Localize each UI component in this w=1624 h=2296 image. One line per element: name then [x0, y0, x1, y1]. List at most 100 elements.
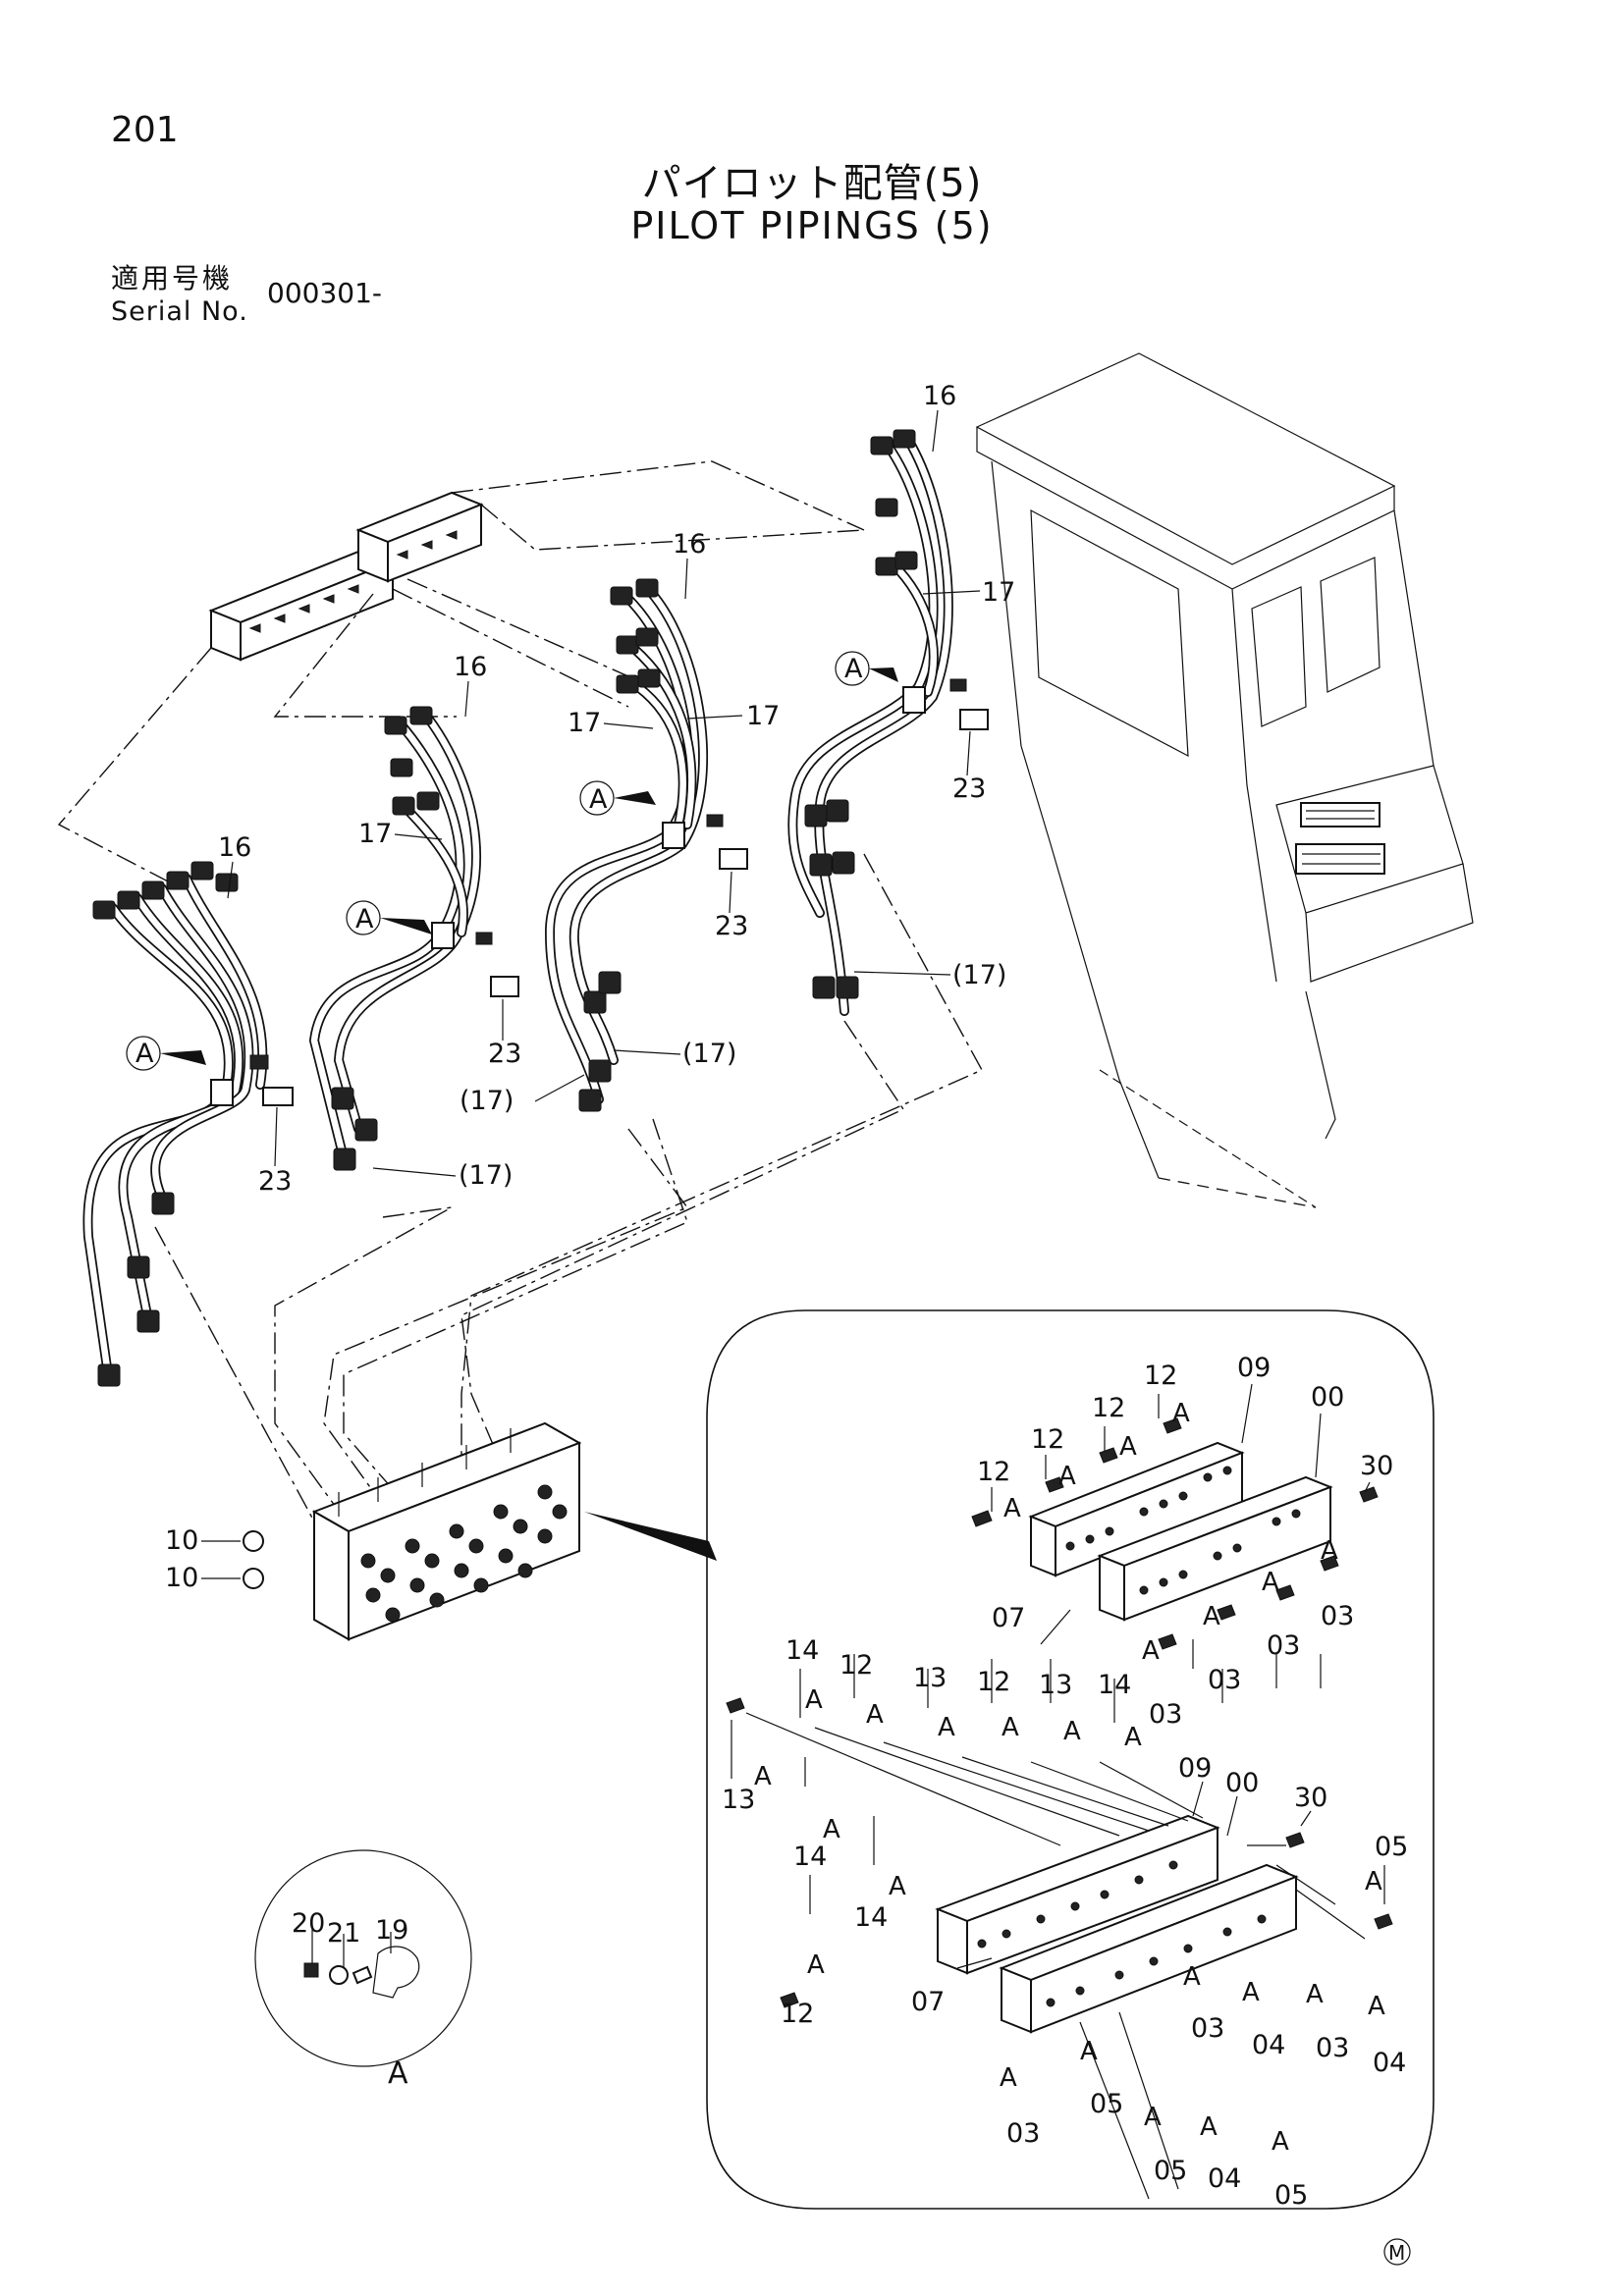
svg-text:A: A	[1200, 2112, 1218, 2142]
svg-text:A: A	[866, 1700, 884, 1730]
page-title-english: PILOT PIPINGS (5)	[630, 204, 994, 247]
svg-text:A: A	[1063, 1717, 1081, 1746]
svg-text:A: A	[1242, 1978, 1260, 2007]
callout-19: 19	[375, 1915, 408, 1946]
callout-view-a: A	[355, 904, 374, 934]
callout-view-a: A	[135, 1039, 154, 1069]
callout-17: 17	[982, 577, 1015, 608]
callout-03: 03	[1267, 1630, 1300, 1661]
callout-13: 13	[913, 1663, 947, 1693]
callout-07: 07	[992, 1603, 1025, 1633]
callout-23: 23	[258, 1166, 292, 1197]
valve-bank-upper	[208, 491, 484, 662]
svg-text:A: A	[1365, 1867, 1382, 1896]
callout-13: 13	[722, 1785, 755, 1815]
callout-17: 17	[568, 708, 601, 738]
svg-text:A: A	[1306, 1980, 1324, 2009]
svg-text:A: A	[805, 1685, 823, 1715]
callout-20: 20	[292, 1908, 325, 1939]
callout-05: 05	[1154, 2156, 1187, 2186]
callout-12: 12	[781, 1999, 814, 2029]
callout-00: 00	[1225, 1768, 1259, 1798]
detail-view-a: A	[254, 1849, 472, 2091]
hose-assembly-4	[787, 429, 989, 1016]
hose-assembly-3	[544, 578, 748, 1112]
cab-connector-block	[1295, 802, 1385, 875]
callout-00: 00	[1311, 1382, 1344, 1413]
svg-text:A: A	[1144, 2103, 1162, 2132]
callout-04: 04	[1252, 2030, 1285, 2060]
callout-23: 23	[952, 774, 986, 804]
callout-03: 03	[1316, 2033, 1349, 2063]
callout-21: 21	[327, 1918, 360, 1949]
callout-23: 23	[488, 1039, 521, 1069]
callout-16: 16	[454, 652, 487, 682]
manifold-block	[311, 1421, 582, 1641]
serial-number-range: 000301-	[267, 277, 382, 309]
dash-dot-leaders	[57, 460, 983, 1532]
callout-05: 05	[1274, 2180, 1308, 2211]
svg-text:A: A	[1003, 1494, 1021, 1523]
svg-text:A: A	[1272, 2127, 1289, 2157]
svg-text:A: A	[1321, 1536, 1338, 1566]
callout-17-ref: (17)	[459, 1160, 513, 1191]
svg-text:A: A	[889, 1872, 906, 1901]
callout-04: 04	[1373, 2048, 1406, 2078]
detail-view-label: A	[388, 2056, 408, 2091]
enlarged-manifold-view	[706, 1309, 1435, 2210]
callout-12: 12	[839, 1650, 873, 1681]
callout-view-a: A	[589, 784, 608, 815]
svg-text:A: A	[1080, 2037, 1098, 2066]
circled-m-mark: M	[1383, 2238, 1411, 2266]
callout-12: 12	[977, 1667, 1010, 1697]
callout-16: 16	[218, 832, 251, 863]
callout-16: 16	[673, 529, 706, 560]
svg-text:A: A	[754, 1762, 772, 1791]
detail-pointer	[584, 1512, 717, 1561]
callout-23: 23	[715, 911, 748, 941]
svg-text:A: A	[1058, 1462, 1076, 1491]
callout-03: 03	[1006, 2118, 1040, 2149]
callout-03: 03	[1208, 1665, 1241, 1695]
svg-text:A: A	[1183, 1962, 1201, 1992]
callout-labels: 16 16 16 16 17 17 17 17 (17) (17) (17) (…	[126, 381, 1015, 1949]
svg-text:A: A	[1001, 1713, 1019, 1742]
svg-text:A: A	[1262, 1568, 1279, 1597]
enlarged-callout-labels: 12 12 12 12 09 00 30 07 03 03 03 03 13 1…	[722, 1353, 1408, 2211]
callout-16: 16	[923, 381, 956, 411]
svg-text:A: A	[938, 1713, 955, 1742]
hose-assembly-1	[82, 861, 294, 1387]
callout-05: 05	[1090, 2089, 1123, 2119]
page-number: 201	[111, 110, 179, 150]
callout-17-ref: (17)	[682, 1039, 736, 1069]
callout-view-a: A	[844, 654, 863, 684]
callout-03: 03	[1149, 1699, 1182, 1730]
callout-12: 12	[977, 1457, 1010, 1487]
serial-label-japanese: 適用号機	[111, 262, 234, 294]
callout-05: 05	[1375, 1832, 1408, 1862]
callout-14: 14	[1098, 1670, 1131, 1700]
svg-text:A: A	[1124, 1723, 1142, 1752]
svg-text:A: A	[807, 1950, 825, 1980]
callout-12: 12	[1031, 1424, 1064, 1455]
callout-03: 03	[1321, 1601, 1354, 1631]
svg-text:A: A	[1172, 1399, 1190, 1428]
callout-17: 17	[358, 819, 392, 849]
callout-17-ref: (17)	[952, 960, 1006, 990]
callout-30: 30	[1294, 1783, 1327, 1813]
callout-03: 03	[1191, 2013, 1224, 2044]
svg-text:A: A	[1142, 1636, 1160, 1666]
callout-30: 30	[1360, 1451, 1393, 1481]
svg-text:A: A	[1000, 2063, 1017, 2093]
callout-14: 14	[785, 1635, 819, 1666]
callout-10: 10	[165, 1525, 198, 1556]
callout-10: 10	[165, 1563, 198, 1593]
svg-text:A: A	[1203, 1602, 1220, 1631]
callout-14: 14	[854, 1902, 888, 1933]
callout-09: 09	[1178, 1753, 1212, 1784]
svg-text:A: A	[823, 1815, 840, 1844]
svg-text:M: M	[1388, 2241, 1405, 2265]
cab-outline	[975, 352, 1474, 1208]
callout-14: 14	[793, 1842, 827, 1872]
